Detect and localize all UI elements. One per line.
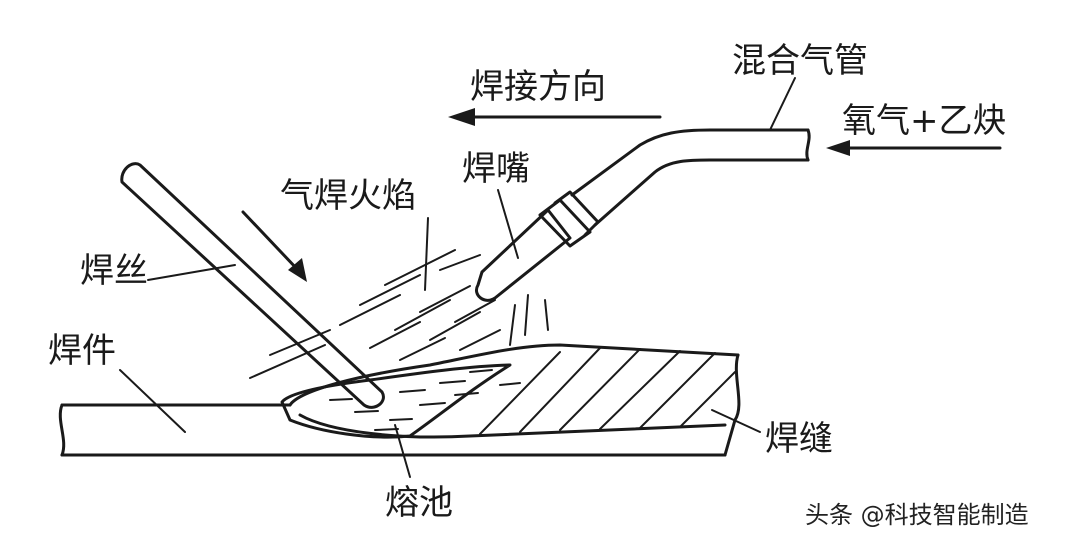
leader-lines [119,77,796,478]
watermark: 头条 @科技智能制造 [805,501,1029,529]
wire-feed-arrow [241,210,307,282]
label-molten-pool: 熔池 [385,483,453,523]
mixing-tube [570,128,811,227]
label-welding-direction: 焊接方向 [470,67,606,107]
label-flame: 气焊火焰 [280,176,416,216]
weld-hatching [479,347,736,435]
label-nozzle: 焊嘴 [462,149,530,189]
flame-streaks [249,249,549,379]
label-filler-wire: 焊丝 [80,251,148,291]
welding-direction-arrow [448,108,662,126]
filler-wire-rod [120,162,385,409]
label-workpiece: 焊件 [48,331,116,371]
torch-nozzle [475,190,600,302]
label-weld-seam: 焊缝 [765,419,833,459]
weld-bead [288,343,740,439]
label-oxy-acetylene: 氧气+乙炔 [842,101,1007,141]
gas-inflow-arrow [826,140,1002,156]
label-mixing-tube: 混合气管 [732,41,868,81]
molten-pool [280,363,521,439]
